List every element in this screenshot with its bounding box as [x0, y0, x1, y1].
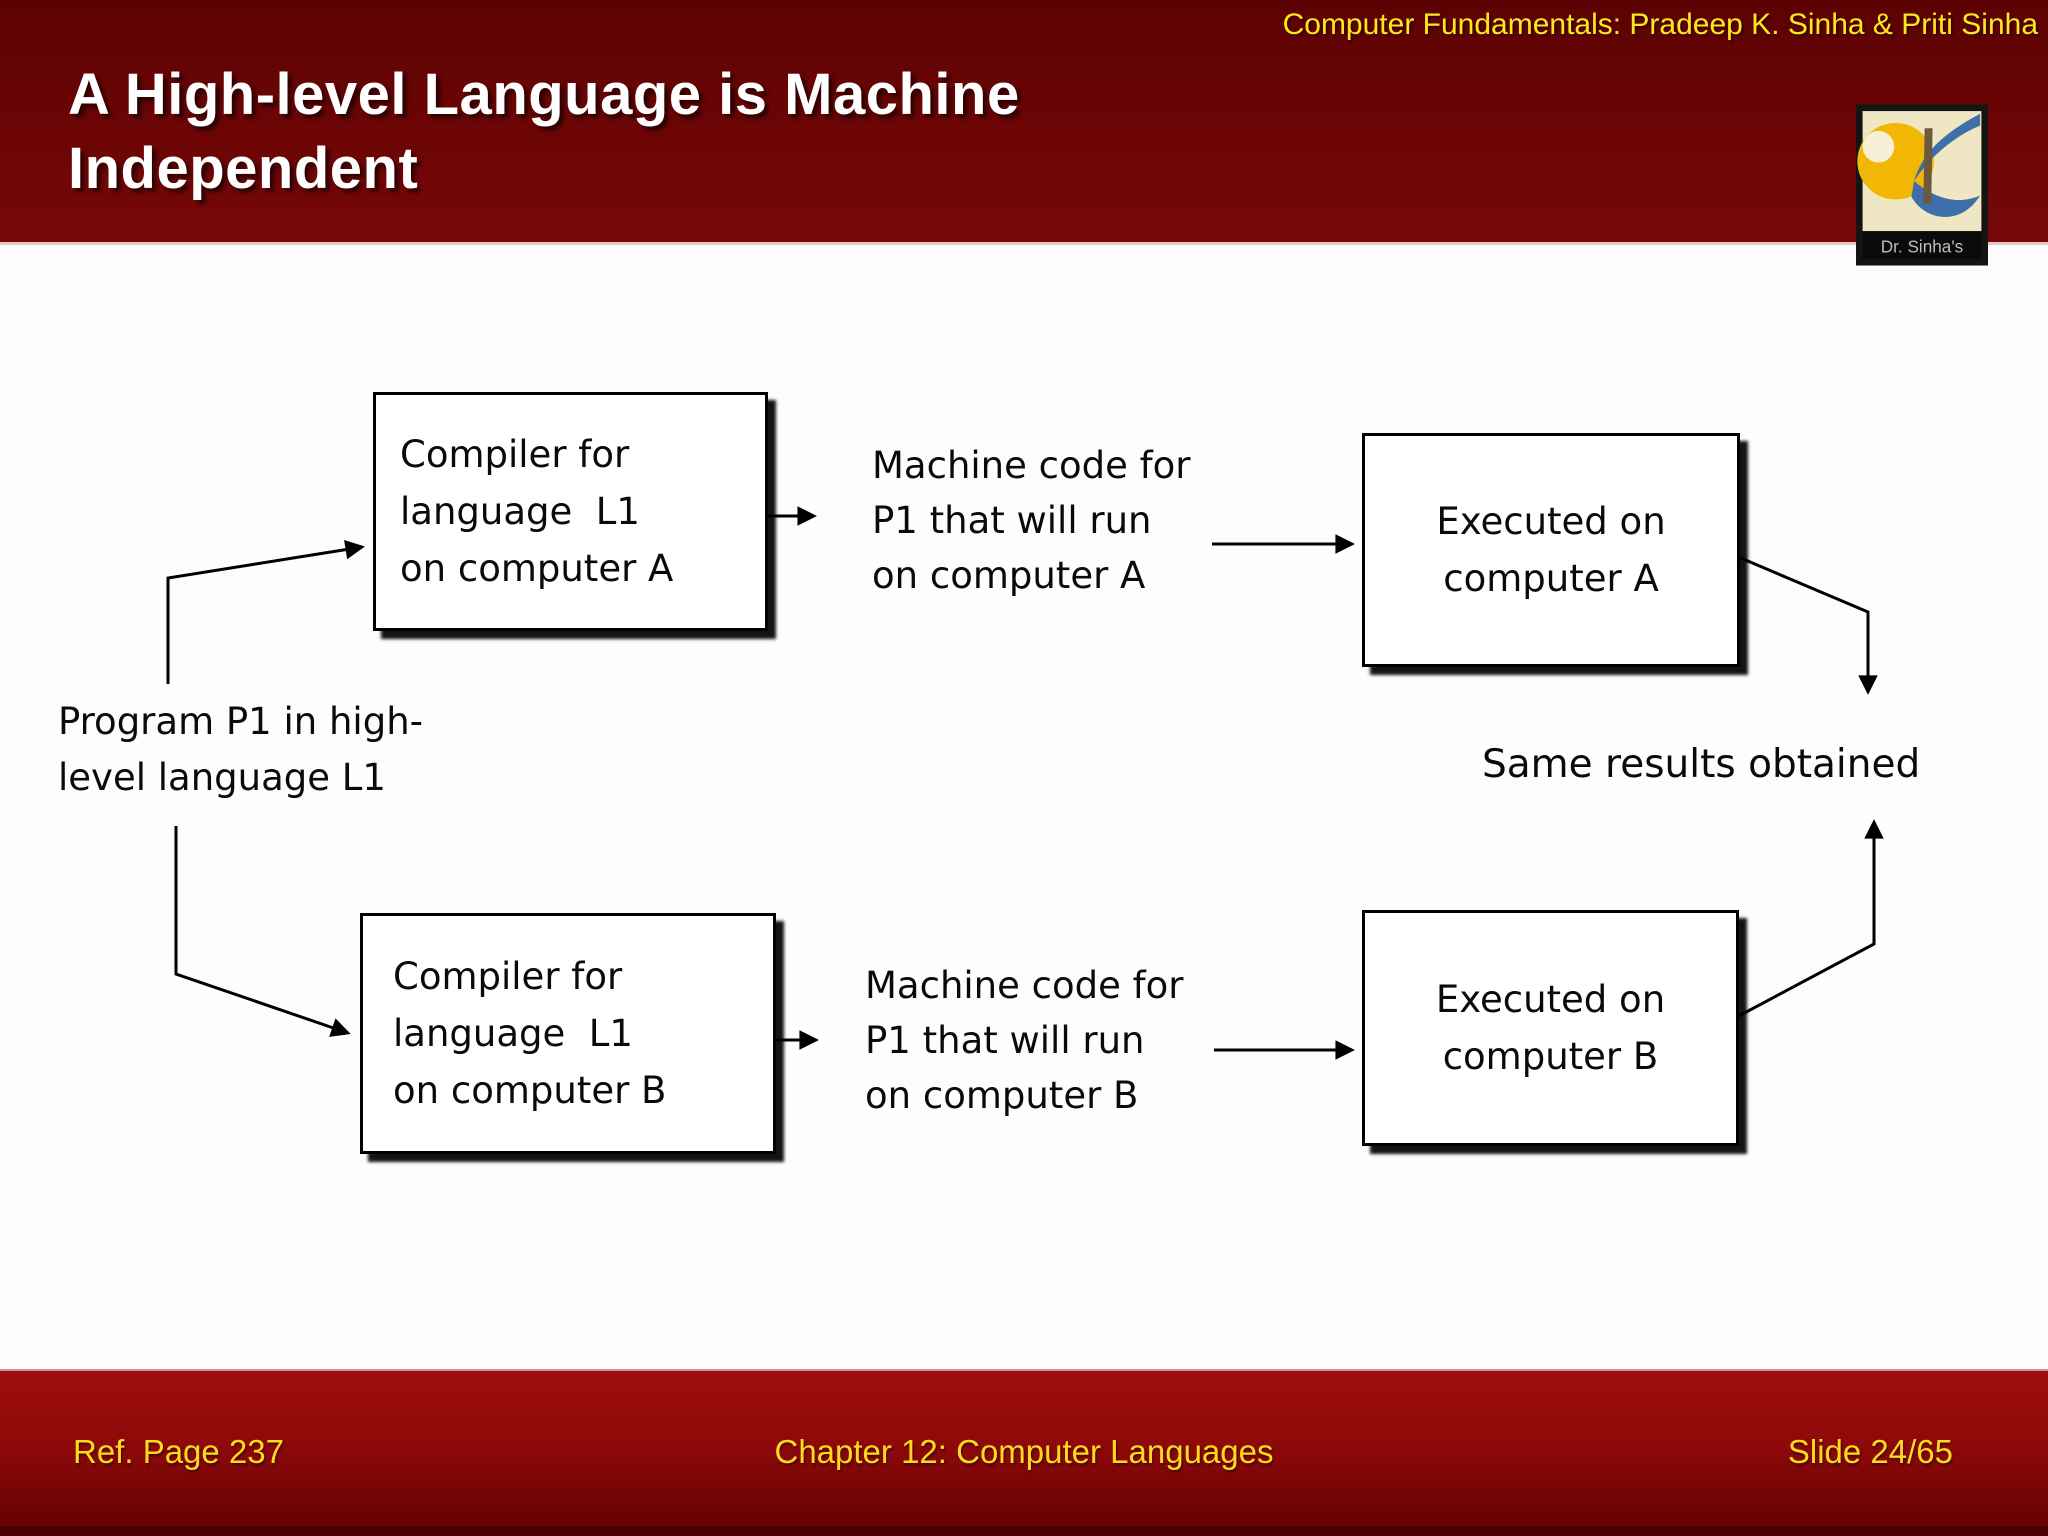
executed-b-line1: Executed on [1435, 978, 1666, 1021]
machine-code-b-line2: P1 that will run [865, 1019, 1145, 1062]
executed-b-box: Executed on computer B [1362, 910, 1739, 1146]
arrow-program-to-compiler-a [166, 539, 365, 684]
arrow-exec-b-to-results [1734, 819, 1884, 1020]
compiler-b-line1: Compiler for [393, 955, 623, 998]
dr-sinhas-logo: Dr. Sinha's [1856, 104, 1988, 266]
compiler-a-line3: on computer A [400, 547, 674, 590]
same-results-label: Same results obtained [1482, 742, 1920, 787]
page-title-line2: Independent [68, 136, 419, 201]
footer-slide-number: Slide 24/65 [1787, 1433, 1953, 1470]
machine-code-a-line1: Machine code for [872, 444, 1191, 487]
footer-chapter: Chapter 12: Computer Languages [774, 1433, 1274, 1470]
compiler-a-line1: Compiler for [400, 433, 630, 476]
logo-caption: Dr. Sinha's [1881, 236, 1963, 256]
machine-code-b-line3: on computer B [865, 1074, 1139, 1117]
compiler-a-box: Compiler for language L1 on computer A [373, 392, 768, 631]
compiler-b-line2: language L1 [393, 1012, 633, 1055]
header-bar: Computer Fundamentals: Pradeep K. Sinha … [0, 0, 2048, 245]
arrow-program-to-compiler-b [174, 826, 351, 1037]
dr-sinhas-logo-graphic: Dr. Sinha's [1856, 104, 1988, 266]
footer-bottom-strip [0, 1526, 2048, 1536]
compiler-b-box: Compiler for language L1 on computer B [360, 913, 776, 1154]
executed-a-line1: Executed on [1436, 500, 1666, 543]
same-results-text: Same results obtained [1482, 742, 1921, 787]
book-credit: Computer Fundamentals: Pradeep K. Sinha … [1282, 8, 2038, 41]
arrow-exec-a-to-results [1735, 554, 1878, 695]
page-title: A High-level Language is Machine Indepen… [68, 58, 1408, 206]
page-title-line1: A High-level Language is Machine [68, 62, 1020, 127]
machine-code-b-label: Machine code for P1 that will run on com… [865, 958, 1184, 1123]
machine-code-a-label: Machine code for P1 that will run on com… [872, 438, 1191, 603]
machine-code-a-line2: P1 that will run [872, 499, 1152, 542]
machine-code-b-line1: Machine code for [865, 964, 1184, 1007]
executed-a-box: Executed on computer A [1362, 433, 1740, 667]
executed-b-line2: computer B [1442, 1035, 1659, 1078]
compiler-a-line2: language L1 [400, 490, 640, 533]
compiler-b-line3: on computer B [393, 1069, 667, 1112]
footer-ref-page: Ref. Page 237 [73, 1433, 284, 1470]
machine-code-a-line3: on computer A [872, 554, 1146, 597]
program-p1-line1: Program P1 in high- [58, 700, 423, 743]
program-p1-label: Program P1 in high- level language L1 [58, 694, 423, 806]
footer-bar: Ref. Page 237 Chapter 12: Computer Langu… [0, 1369, 2048, 1536]
program-p1-line2: level language L1 [58, 756, 386, 799]
executed-a-line2: computer A [1443, 557, 1659, 600]
